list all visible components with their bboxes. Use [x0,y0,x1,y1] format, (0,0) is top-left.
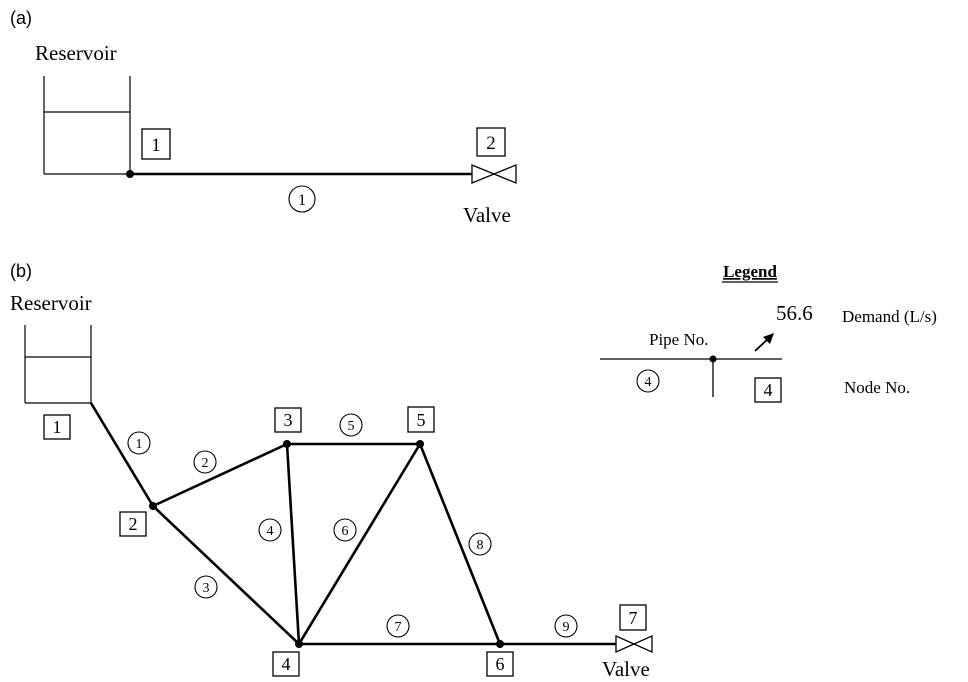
panel-b-pipe-label-4: 4 [258,518,282,542]
panel-b-pipe-4 [285,443,301,645]
legend-pipe-example: 4 [636,369,660,393]
svg-text:4: 4 [764,380,773,400]
panel-b-node-1: 1 [43,414,71,440]
panel-b-label: (b) [10,261,32,281]
panel-a-label: (a) [10,8,32,28]
svg-text:8: 8 [477,538,484,553]
panel-b-pipe-label-8: 8 [468,532,492,556]
panel-b-reservoir [24,325,92,404]
svg-text:2: 2 [202,456,209,471]
panel-a-pipe-label-1: 1 [288,185,316,213]
legend-demand-label: Demand (L/s) [842,307,937,326]
panel-a-node-1: 1 [141,128,171,160]
panel-a-reservoir-label: Reservoir [35,41,117,65]
svg-text:2: 2 [129,514,138,534]
svg-text:5: 5 [417,410,426,430]
panel-b-pipe-3 [152,505,300,645]
panel-b-pipe-label-9: 9 [554,614,578,638]
panel-b-valve-label: Valve [602,657,650,681]
svg-text:6: 6 [342,524,349,539]
panel-b-pipe-label-2: 2 [193,450,217,474]
svg-text:1: 1 [298,192,306,209]
panel-b-pipe-label-5: 5 [339,413,363,437]
panel-a-valve-icon [471,164,517,184]
panel-a-node-2: 2 [476,127,506,157]
panel-b-node-4: 4 [272,651,300,677]
svg-text:4: 4 [282,654,291,674]
legend-demand-value: 56.6 [776,301,813,325]
panel-a-junction-1 [126,170,134,178]
legend-junction [709,355,717,363]
panel-b-valve-icon [615,634,653,654]
svg-text:3: 3 [203,581,210,596]
legend: Legend 56.6 Demand (L/s) Pipe No. 4 4 No… [600,262,937,403]
panel-b-pipe-label-3: 3 [194,575,218,599]
panel-a: (a) Reservoir Valve 1 2 1 [10,8,517,227]
panel-b-pipe-1 [89,402,155,507]
panel-b-pipe-label-6: 6 [333,518,357,542]
svg-text:1: 1 [53,417,62,437]
panel-b-junctions [149,440,504,648]
svg-text:5: 5 [348,419,355,434]
panel-b-pipe-8 [418,443,502,645]
panel-a-valve-label: Valve [463,203,511,227]
svg-text:1: 1 [136,437,143,452]
panel-b-node-6: 6 [486,651,514,677]
panel-b-pipe-label-1: 1 [127,431,151,455]
panel-a-reservoir [43,76,131,175]
svg-text:4: 4 [267,524,274,539]
svg-text:1: 1 [151,135,161,156]
legend-title: Legend [723,262,777,281]
panel-b-pipe-label-7: 7 [386,614,410,638]
svg-text:3: 3 [284,410,293,430]
svg-text:7: 7 [629,608,638,628]
svg-text:6: 6 [496,654,505,674]
svg-text:4: 4 [645,375,652,390]
panel-b-node-5: 5 [407,406,435,433]
panel-b-pipe-6 [297,443,422,645]
panel-b-node-2: 2 [119,511,147,537]
legend-node-label: Node No. [844,378,910,397]
demand-arrow-icon [754,333,774,352]
panel-b-reservoir-label: Reservoir [10,291,92,315]
panel-b-node-3: 3 [274,407,302,433]
svg-text:9: 9 [563,620,570,635]
svg-text:7: 7 [395,620,402,635]
panel-b-pipe-2 [152,442,288,508]
legend-pipe-label: Pipe No. [649,330,709,349]
svg-text:2: 2 [486,133,496,154]
legend-node-example: 4 [754,377,782,403]
panel-b: (b) Reservoir Va [10,261,653,681]
panel-b-node-7: 7 [619,604,647,631]
